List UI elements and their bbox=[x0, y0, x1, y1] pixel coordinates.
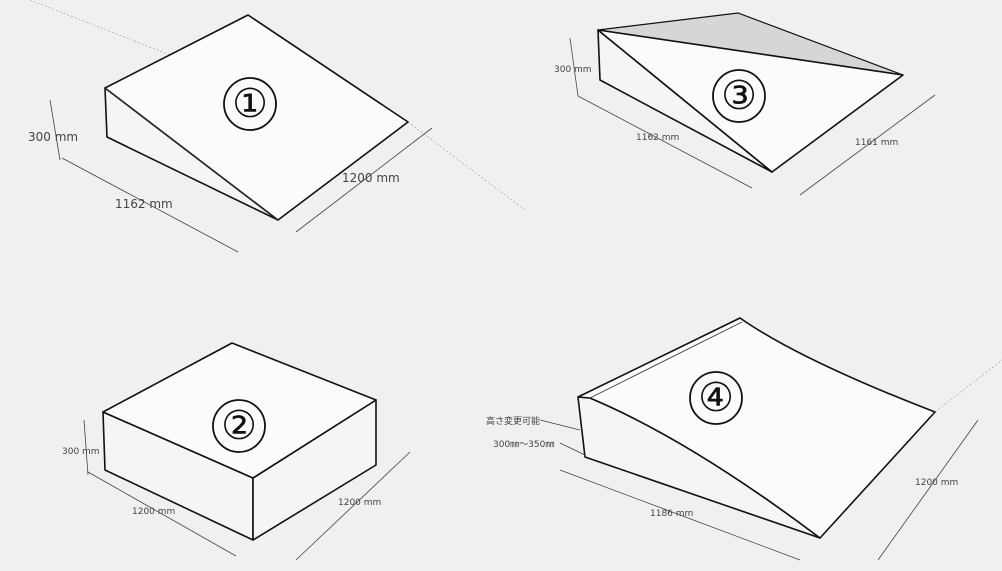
shape-4-curved-ramp bbox=[539, 317, 979, 561]
guide-line bbox=[407, 121, 526, 211]
shape-1-width-label: 1200 mm bbox=[342, 171, 400, 185]
shape-3-wedge bbox=[569, 12, 936, 196]
guide-line bbox=[29, 0, 171, 56]
shape-3-number-badge bbox=[712, 69, 766, 123]
shape-3-length-label: 1162 mm bbox=[636, 133, 679, 143]
shape-3-height-label: 300 mm bbox=[554, 65, 592, 75]
shape-4-length-label: 1186 mm bbox=[650, 509, 693, 519]
shape-4-number-badge bbox=[689, 371, 743, 425]
shape-2-height-label: 300 mm bbox=[62, 447, 100, 457]
shape-1-wedge bbox=[49, 14, 433, 253]
shape-2-length-label: 1200 mm bbox=[132, 507, 175, 517]
shape-2-number: ② bbox=[221, 403, 257, 449]
guide-line bbox=[934, 359, 1002, 413]
shape-1-length-label: 1162 mm bbox=[115, 197, 173, 211]
shape-1-height-label: 300 mm bbox=[28, 130, 78, 144]
shape-2-block bbox=[83, 342, 411, 561]
shape-4-width-label: 1200 mm bbox=[915, 478, 958, 488]
shape-4-number: ④ bbox=[698, 375, 734, 421]
shape-4-height-label: 300㎜～350㎜ bbox=[493, 440, 554, 450]
shape-1-number: ① bbox=[232, 81, 268, 127]
shape-2-width-label: 1200 mm bbox=[338, 498, 381, 508]
shape-1-number-badge bbox=[223, 77, 277, 131]
shape-4-note-label: 高さ変更可能 bbox=[486, 415, 540, 427]
shape-2-number-badge bbox=[212, 399, 266, 453]
shape-3-width-label: 1161 mm bbox=[855, 138, 898, 148]
shape-3-number: ③ bbox=[721, 73, 757, 119]
